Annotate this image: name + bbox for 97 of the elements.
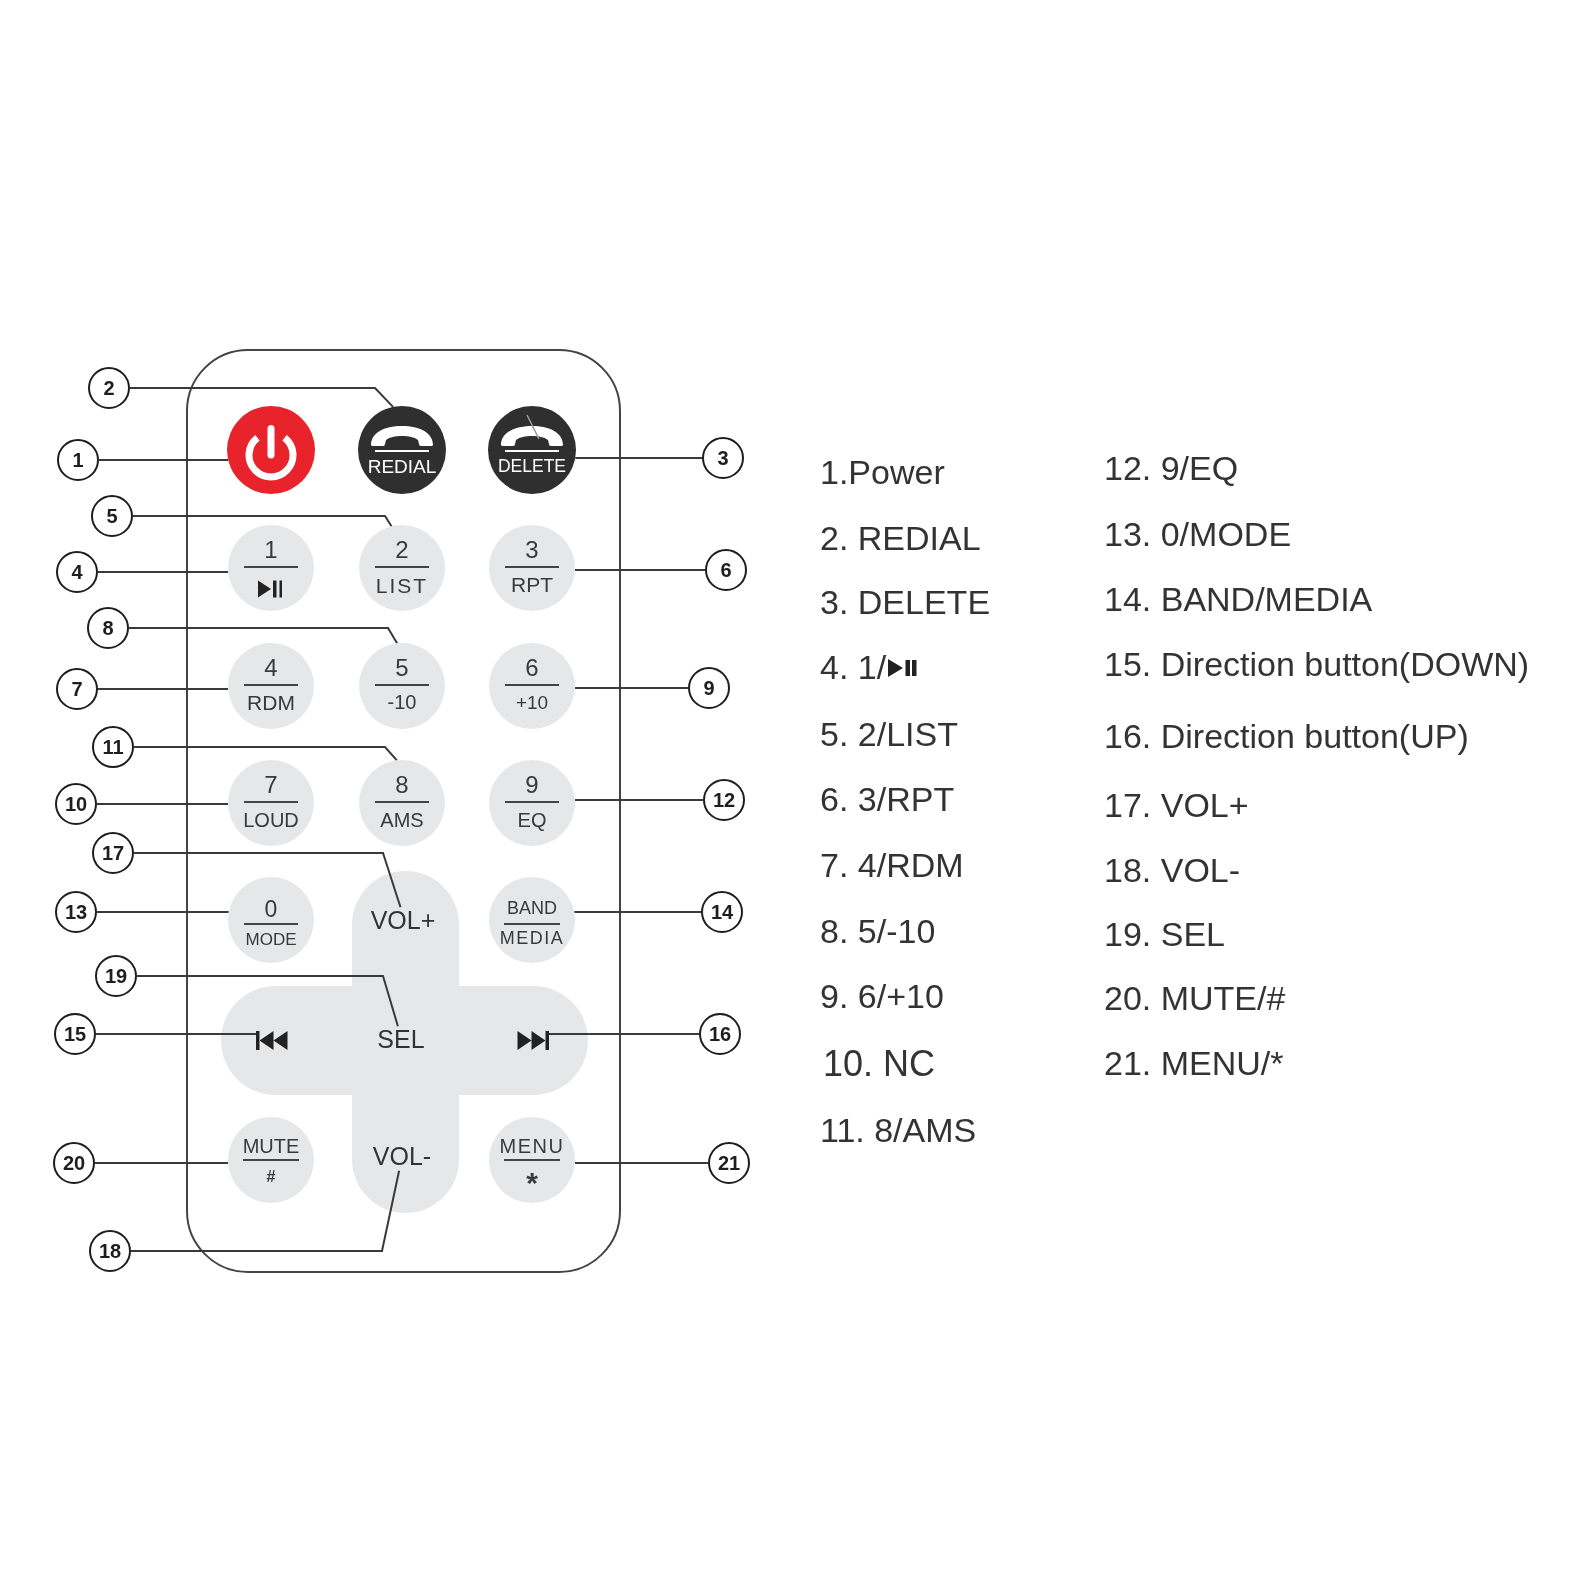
leader-line	[574, 457, 703, 459]
skip-back-icon	[256, 1030, 288, 1050]
callout-number: 16	[699, 1013, 741, 1055]
list-item: 18. VOL-	[1104, 851, 1241, 891]
callout-number: 3	[702, 437, 744, 479]
leader-line	[132, 515, 393, 528]
callout-number: 6	[705, 549, 747, 591]
list-item: 19. SEL	[1104, 915, 1225, 955]
list-item: 4. 1/	[820, 648, 887, 688]
key-label: MUTE	[242, 1135, 300, 1157]
leader-line	[97, 688, 230, 690]
leader-line	[98, 459, 230, 461]
leader-line	[548, 1033, 700, 1035]
callout-number: 2	[88, 367, 130, 409]
callout-number: 5	[91, 495, 133, 537]
key-label: DELETE	[497, 457, 567, 477]
key-label: EQ	[517, 809, 547, 831]
list-item: 2. REDIAL	[820, 519, 981, 559]
list-item: 21. MENU/*	[1104, 1044, 1284, 1084]
leader-line	[95, 1033, 257, 1035]
list-item: 17. VOL+	[1104, 786, 1249, 826]
callout-number: 21	[708, 1142, 750, 1184]
callout-number: 17	[92, 832, 134, 874]
leader-line	[97, 571, 230, 573]
key-label: BAND	[507, 899, 557, 919]
list-item: 15. Direction button(DOWN)	[1104, 645, 1530, 685]
key-label: LOUD	[243, 809, 299, 831]
list-item: 16. Direction button(UP)	[1104, 717, 1469, 757]
key-label: 6	[525, 654, 539, 682]
list-item: 5. 2/LIST	[820, 715, 958, 755]
key-label: RDM	[247, 691, 295, 715]
key-label: SEL	[377, 1026, 425, 1054]
list-item: 10. NC	[823, 1043, 936, 1085]
skip-forward-icon	[517, 1030, 549, 1050]
key-label: *	[526, 1168, 538, 1182]
leader-line	[96, 803, 229, 805]
callout-number: 1	[57, 439, 99, 481]
list-item: 7. 4/RDM	[820, 846, 964, 886]
key-label: 7	[264, 771, 278, 799]
key-label: 0	[264, 897, 278, 923]
list-item: 11. 8/AMS	[820, 1111, 977, 1151]
leader-line	[136, 975, 399, 1028]
list-item: 9. 6/+10	[820, 977, 944, 1017]
callout-number: 4	[56, 551, 98, 593]
list-item: 13. 0/MODE	[1104, 515, 1292, 555]
direction-pad	[221, 871, 588, 1213]
key-label: 1	[264, 536, 278, 564]
list-item: 6. 3/RPT	[820, 780, 955, 820]
leader-line	[130, 1169, 401, 1252]
key-label: 2	[395, 536, 409, 564]
leader-line	[133, 746, 398, 762]
key-label: REDIAL	[367, 456, 437, 478]
callout-number: 19	[95, 955, 137, 997]
list-item: 14. BAND/MEDIA	[1104, 580, 1373, 620]
leader-line	[96, 911, 230, 913]
callout-number: 13	[55, 891, 97, 933]
leader-line	[574, 687, 689, 689]
callout-number: 15	[54, 1013, 96, 1055]
callout-number: 18	[89, 1230, 131, 1272]
leader-line	[128, 627, 399, 645]
key-label: 4	[264, 654, 278, 682]
key-label: +10	[515, 692, 549, 714]
callout-number: 10	[55, 783, 97, 825]
remote-control-outline	[186, 349, 621, 1273]
key-label: 3	[525, 536, 539, 564]
leader-line	[129, 387, 394, 408]
leader-line	[94, 1162, 230, 1164]
list-item: 3. DELETE	[820, 583, 991, 623]
callout-number: 8	[87, 607, 129, 649]
key-label: RPT	[511, 573, 553, 597]
key-label: 8	[395, 771, 409, 799]
key-label: 9	[525, 771, 539, 799]
leader-line	[573, 911, 702, 913]
key-label: MEDIA	[499, 929, 565, 949]
callout-number: 12	[703, 779, 745, 821]
key-label: 5	[395, 654, 409, 682]
key-label: MENU	[499, 1135, 565, 1157]
leader-line	[133, 852, 402, 909]
key-label: #	[266, 1168, 276, 1186]
leader-line	[573, 799, 704, 801]
list-item: 12. 9/EQ	[1104, 449, 1239, 489]
key-label: MODE	[245, 930, 297, 950]
list-item: 1.Power	[820, 453, 945, 493]
key-label: AMS	[380, 809, 424, 831]
key-label: VOL-	[372, 1143, 432, 1171]
callout-number: 11	[92, 726, 134, 768]
key-label: LIST	[375, 574, 429, 598]
list-item: 8. 5/-10	[820, 912, 936, 952]
leader-line	[574, 569, 706, 571]
callout-number: 14	[701, 891, 743, 933]
list-item: 20. MUTE/#	[1104, 979, 1286, 1019]
callout-number: 20	[53, 1142, 95, 1184]
key-label: VOL+	[370, 907, 436, 935]
callout-number: 7	[56, 668, 98, 710]
key-label: -10	[387, 691, 417, 713]
callout-number: 9	[688, 667, 730, 709]
leader-line	[573, 1162, 709, 1164]
